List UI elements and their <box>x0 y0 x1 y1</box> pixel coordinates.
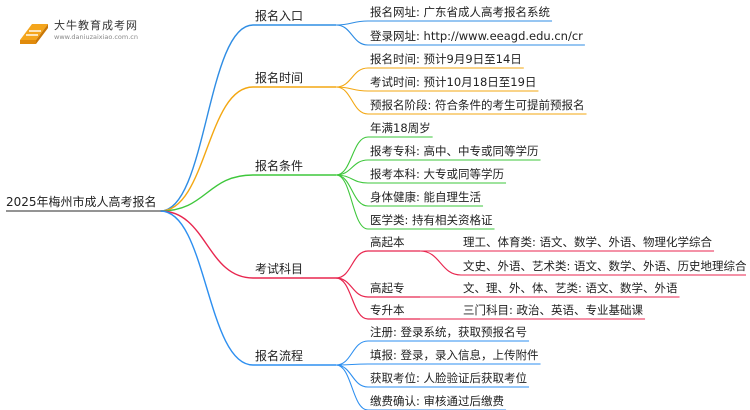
branch-label: 报名时间 <box>255 70 303 85</box>
leaf-label: 报名时间: 预计9月9日至14日 <box>370 52 522 66</box>
leaf-connector <box>335 364 369 388</box>
sub-connector <box>335 277 369 298</box>
leaf-connector <box>335 20 369 26</box>
leaf-label: 注册: 登录系统，获取预报名号 <box>370 325 527 339</box>
sub-connector <box>335 250 369 279</box>
leaf-connector <box>335 24 369 46</box>
leaf-connector <box>335 340 369 366</box>
leaf-connector <box>335 86 369 115</box>
sub-branch-label: 高起本 <box>370 235 405 249</box>
leaf-label: 年满18周岁 <box>370 121 431 135</box>
leaf-connector <box>335 67 369 88</box>
leaf-connector <box>335 364 369 410</box>
leaf-label: 缴费确认: 审核通过后缴费 <box>370 394 504 408</box>
branch-label: 报名入口 <box>255 8 303 23</box>
branch-connector <box>160 24 254 212</box>
sub-branch-label: 专升本 <box>370 303 405 317</box>
leaf-label: 文史、外语、艺术类: 语文、数学、外语、历史地理综合 <box>463 259 747 273</box>
branch-label: 报名条件 <box>255 158 303 173</box>
book-logo-icon <box>20 24 48 44</box>
leaf-label: 填报: 登录，录入信息，上传附件 <box>370 348 539 362</box>
branch-connector <box>160 210 254 366</box>
brand-name: 大牛教育成考网 <box>54 19 138 32</box>
leaf-label: 报考专科: 高中、中专或同等学历 <box>370 144 539 158</box>
branch-connector <box>160 210 254 279</box>
branch-connector <box>160 174 254 212</box>
leaf-connector <box>419 250 462 276</box>
sub-branch-label: 高起专 <box>370 281 405 295</box>
leaf-label: 考试时间: 预计10月18日至19日 <box>370 75 536 89</box>
brand-url: www.daniuzaixiao.com.cn <box>54 33 138 41</box>
branch-label: 考试科目 <box>255 261 303 276</box>
leaf-connector <box>335 136 369 176</box>
branch-label: 报名流程 <box>255 348 303 363</box>
leaf-label: 医学类: 持有相关资格证 <box>370 213 493 227</box>
leaf-label: 登录网址: http://www.eeagd.edu.cn/cr <box>370 29 583 43</box>
leaf-label: 身体健康: 能自理生活 <box>370 190 481 204</box>
root-topic: 2025年梅州市成人高考报名 <box>6 194 157 209</box>
leaf-label: 预报名阶段: 符合条件的考生可提前预报名 <box>370 98 585 112</box>
leaf-label: 理工、体育类: 语文、数学、外语、物理化学综合 <box>463 235 713 249</box>
leaf-label: 三门科目: 政治、英语、专业基础课 <box>463 303 644 317</box>
leaf-label: 报考本科: 大专或同等学历 <box>370 167 504 181</box>
leaf-label: 报名网址: 广东省成人高考报名系统 <box>370 5 551 19</box>
branch-connector <box>160 86 254 212</box>
leaf-label: 文、理、外、体、艺类: 语文、数学、外语 <box>463 281 678 295</box>
sub-connector <box>335 277 369 320</box>
leaf-connector <box>335 159 369 176</box>
leaf-connector <box>335 174 369 230</box>
leaf-label: 获取考位: 人脸验证后获取考位 <box>370 371 527 385</box>
